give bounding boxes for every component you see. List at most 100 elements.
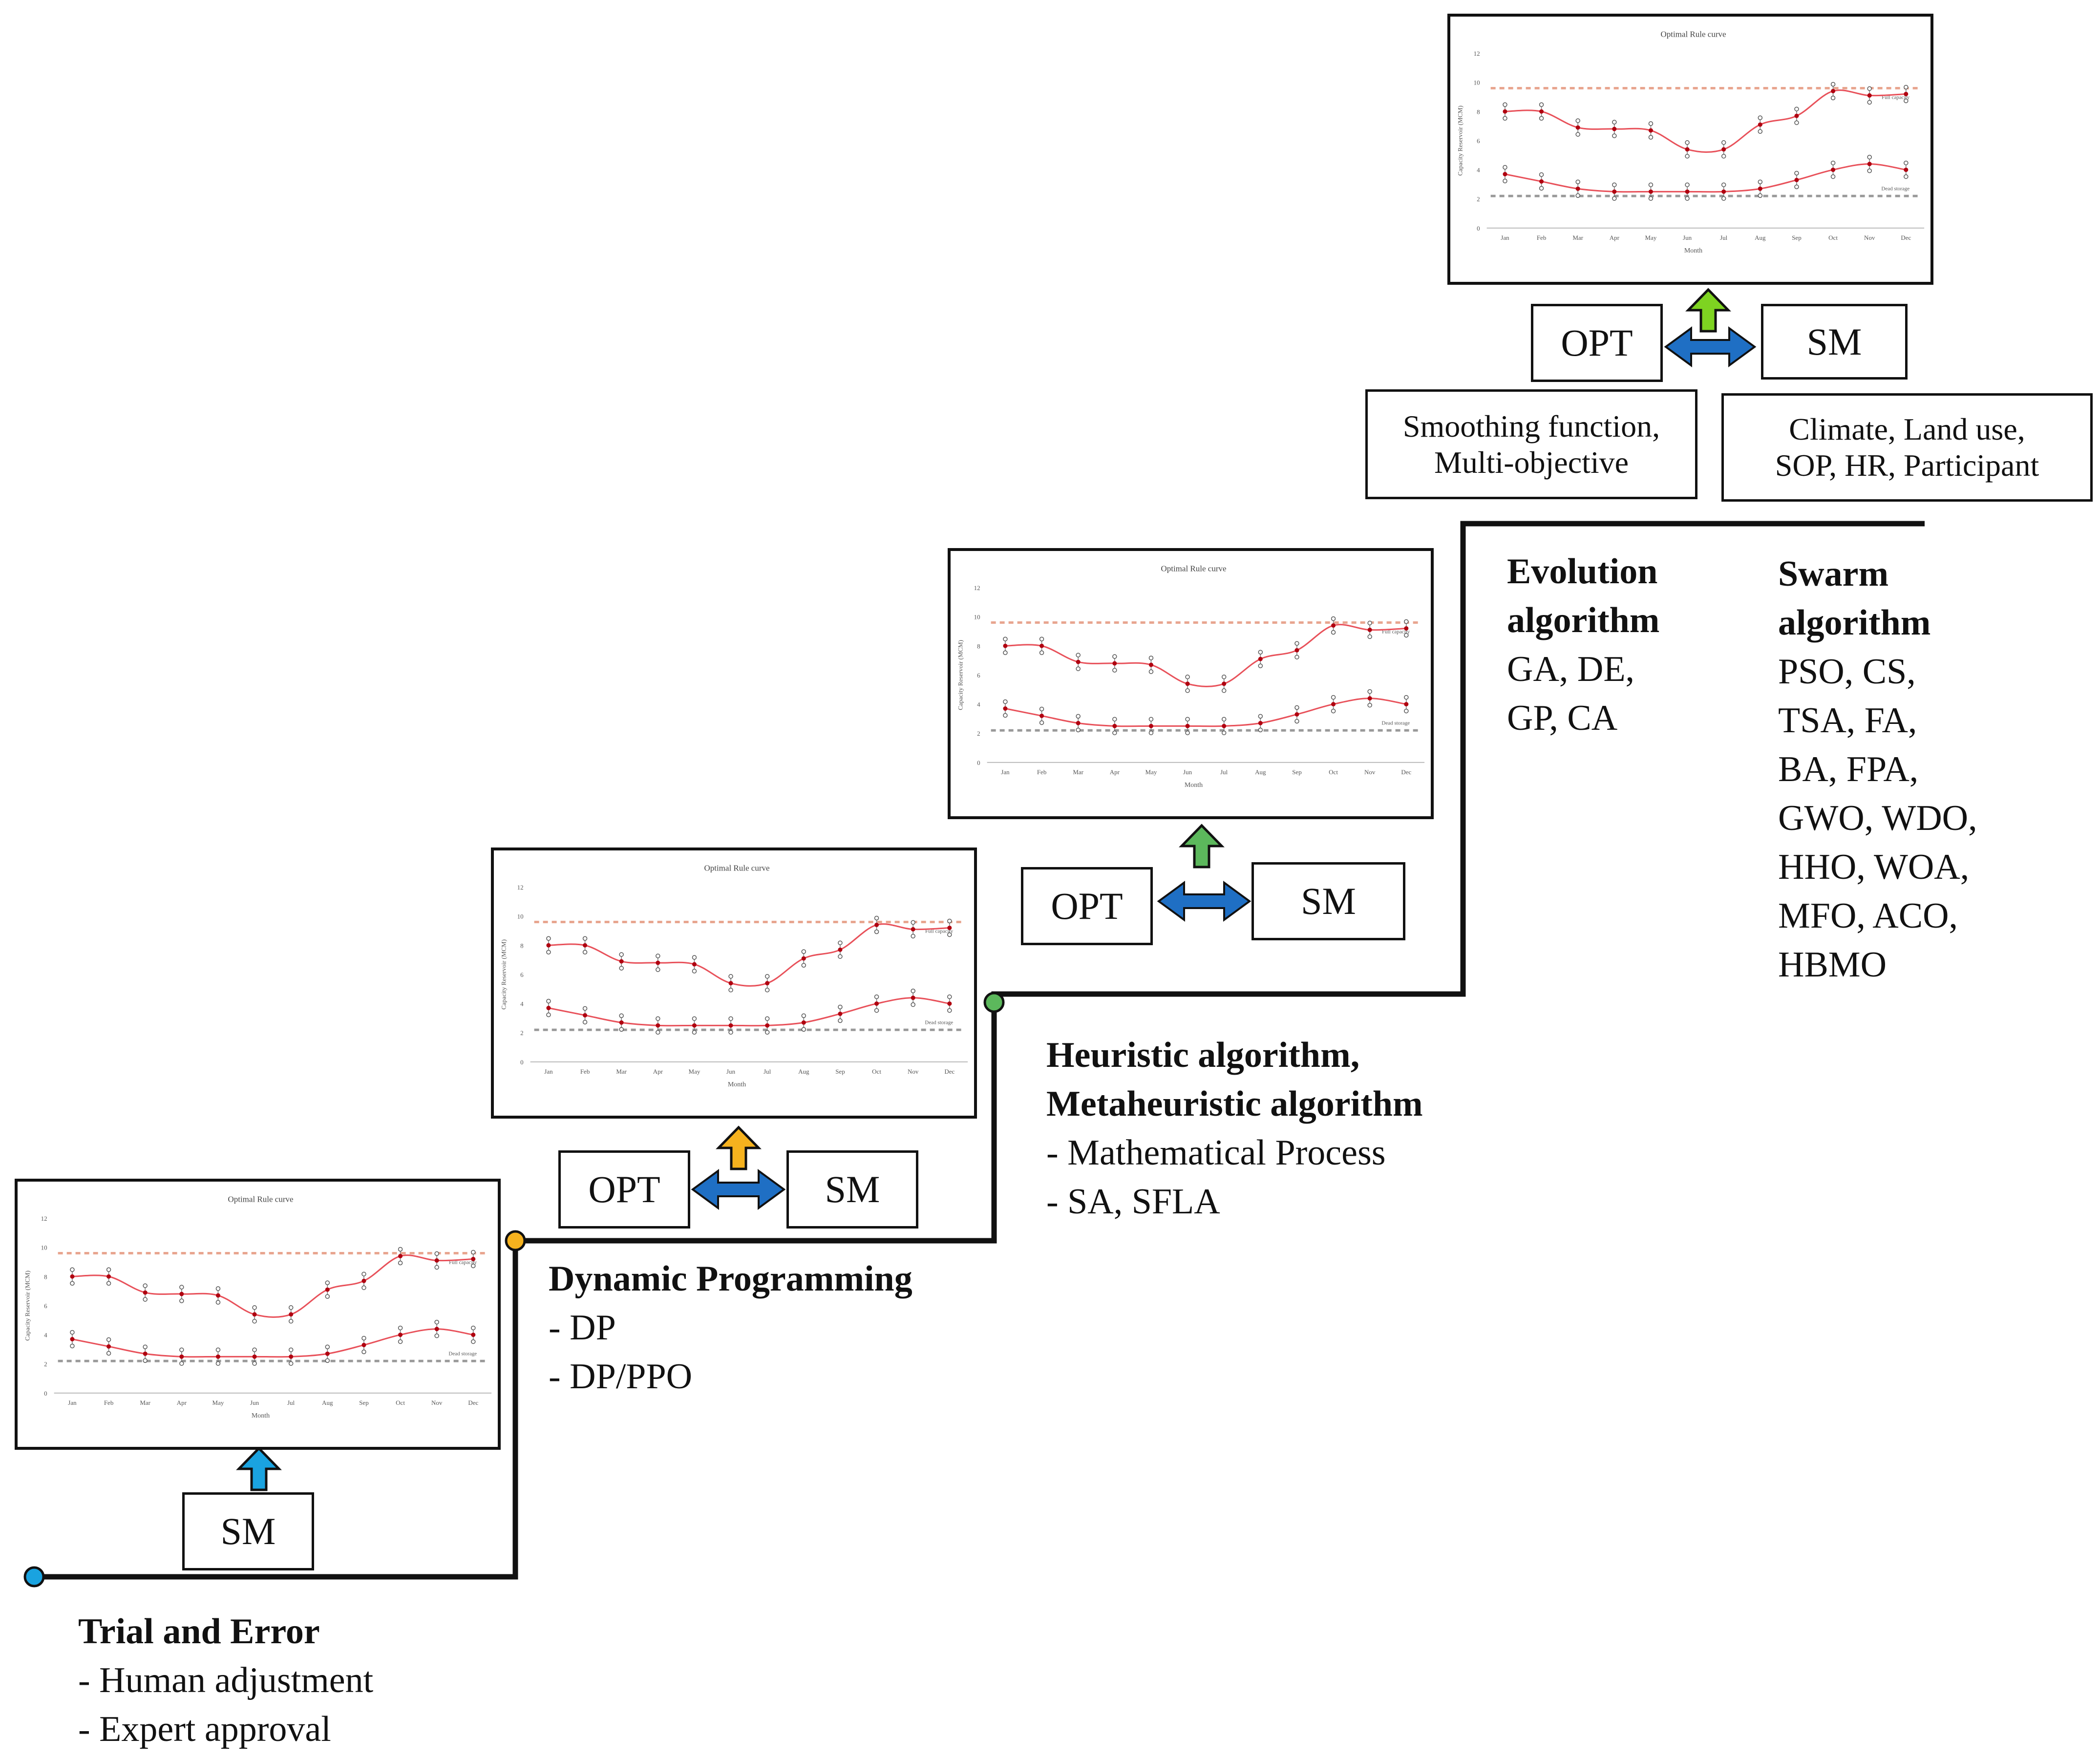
error-cap	[801, 963, 806, 968]
data-point	[1185, 681, 1190, 686]
stage-item: - Human adjustment	[78, 1660, 374, 1700]
x-tick-label: Jun	[250, 1399, 259, 1406]
error-cap	[1575, 193, 1580, 198]
error-cap	[1185, 688, 1190, 693]
error-cap	[434, 1319, 439, 1325]
data-point	[765, 1023, 770, 1028]
y-tick-label: 0	[1477, 225, 1480, 232]
error-cap	[911, 920, 915, 925]
error-cap	[325, 1294, 330, 1299]
x-tick-label: Jul	[1220, 768, 1228, 776]
error-cap	[434, 1333, 439, 1338]
opt-box: OPT	[1531, 304, 1663, 382]
smoothing-note: Smoothing function,Multi-objective	[1365, 389, 1697, 499]
data-point	[1831, 168, 1836, 172]
error-cap	[1404, 708, 1409, 714]
error-cap	[874, 915, 879, 921]
error-cap	[288, 1347, 294, 1353]
error-cap	[546, 950, 551, 954]
error-cap	[471, 1325, 476, 1331]
stage-title: algorithm	[1507, 600, 1660, 640]
error-cap	[70, 1343, 75, 1349]
stage-item: GWO, WDO,	[1778, 798, 1977, 838]
error-cap	[1185, 675, 1190, 679]
data-point	[583, 943, 588, 948]
error-cap	[546, 1012, 551, 1017]
data-point	[619, 1020, 624, 1025]
error-cap	[1367, 620, 1372, 626]
x-tick-label: Apr	[653, 1068, 663, 1075]
x-tick-label: Jan	[1501, 234, 1509, 241]
error-cap	[106, 1267, 111, 1272]
data-point	[471, 1333, 476, 1337]
y-axis-label: Capacity Reservoir (MCM)	[1457, 106, 1464, 176]
error-cap	[619, 1027, 624, 1032]
error-cap	[143, 1283, 148, 1288]
data-point	[1076, 659, 1081, 664]
error-cap	[1148, 669, 1154, 674]
y-tick-label: 8	[1477, 108, 1480, 115]
error-cap	[728, 1030, 733, 1035]
data-point	[1867, 93, 1872, 98]
data-point	[1076, 721, 1081, 725]
data-point	[143, 1351, 148, 1356]
stage-2: Dynamic Programming- DP- DP/PPO	[549, 1254, 912, 1401]
up-arrow-icon	[236, 1446, 282, 1491]
x-tick-label: Mar	[1572, 234, 1583, 241]
x-tick-label: Jul	[287, 1399, 295, 1406]
error-cap	[361, 1285, 366, 1290]
series-line	[72, 1254, 473, 1318]
stage-title: Swarm	[1778, 554, 1889, 594]
opt-box: OPT	[558, 1150, 690, 1229]
error-cap	[1039, 650, 1044, 655]
data-point	[434, 1258, 439, 1263]
data-point	[1648, 189, 1653, 194]
error-cap	[70, 1281, 75, 1286]
data-point	[1112, 661, 1117, 666]
data-point	[70, 1274, 75, 1279]
x-tick-label: Sep	[1792, 234, 1802, 241]
stage-item: HBMO	[1778, 945, 1887, 985]
error-cap	[1003, 650, 1008, 655]
error-cap	[838, 940, 843, 945]
stage-item: GA, DE,	[1507, 649, 1635, 689]
error-cap	[656, 954, 660, 958]
error-cap	[398, 1247, 403, 1252]
data-point	[1112, 723, 1117, 728]
error-cap	[947, 1008, 952, 1013]
x-tick-label: Nov	[1364, 768, 1376, 776]
y-tick-label: 6	[1477, 137, 1480, 145]
error-cap	[1258, 714, 1263, 719]
data-point	[471, 1256, 476, 1261]
error-cap	[1830, 95, 1836, 101]
data-point	[1503, 172, 1507, 177]
x-axis-label: Month	[1684, 247, 1702, 254]
error-cap	[1404, 619, 1409, 624]
error-cap	[288, 1361, 294, 1366]
data-point	[692, 962, 697, 967]
error-cap	[1185, 717, 1190, 722]
climate-note: Climate, Land use,SOP, HR, Participant	[1721, 393, 2093, 502]
y-tick-label: 8	[520, 942, 524, 949]
error-cap	[288, 1319, 294, 1324]
error-cap	[1539, 172, 1544, 177]
reference-line-label: Full capacity	[449, 1260, 477, 1266]
error-cap	[764, 1030, 770, 1035]
double-arrow-icon	[1157, 881, 1252, 922]
error-cap	[361, 1349, 366, 1355]
data-point	[1222, 723, 1227, 728]
data-point	[1685, 147, 1690, 152]
data-point	[361, 1342, 366, 1347]
up-arrow-icon	[1685, 288, 1731, 333]
error-cap	[1076, 653, 1081, 657]
data-point	[106, 1344, 111, 1349]
error-cap	[1830, 160, 1836, 166]
y-tick-label: 12	[974, 584, 980, 592]
chart-title: Optimal Rule curve	[1161, 564, 1226, 573]
y-tick-label: 8	[977, 642, 980, 650]
